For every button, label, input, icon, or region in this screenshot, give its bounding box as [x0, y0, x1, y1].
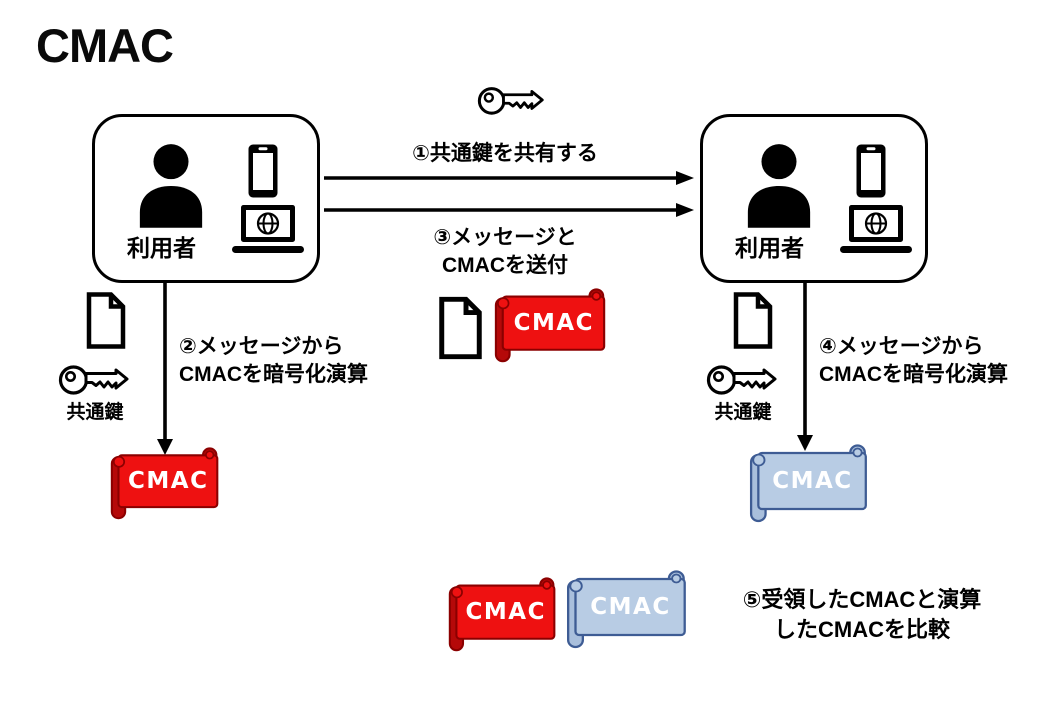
scroll-shape [448, 577, 556, 652]
actor-name: 利用者 [127, 235, 196, 261]
key-icon [58, 365, 129, 395]
step2-line1: ②メッセージから [179, 335, 344, 358]
laptop-globe-icon [232, 205, 304, 253]
cmac-label: CMAC [465, 598, 546, 625]
cmac-label: CMAC [772, 467, 853, 494]
cmac-scroll-right-computed: CMAC [748, 444, 872, 524]
step5-line1: ⑤受領したCMACと演算 [742, 587, 982, 612]
step1-label: ①共通鍵を共有する [412, 142, 598, 165]
step3-line1: ③メッセージと [433, 226, 577, 249]
arrow-compute-right [797, 281, 813, 451]
step2-label: ②メッセージから CMACを暗号化演算 [179, 333, 368, 389]
cmac-label: CMAC [128, 468, 209, 495]
key-icon [706, 365, 777, 395]
key-icon [477, 87, 544, 115]
smartphone-icon [248, 144, 278, 198]
document-icon [733, 292, 773, 349]
step5-label: ⑤受領したCMACと演算 したCMACを比較 [697, 585, 1027, 645]
scroll-shape [749, 444, 867, 523]
smartphone-icon [856, 144, 886, 198]
arrow-compute-left [157, 281, 173, 455]
arrow-send-message [324, 203, 694, 217]
actor-box-left: 利用者 [92, 114, 320, 283]
shared-key-label-left: 共通鍵 [66, 402, 124, 423]
person-icon [139, 144, 203, 228]
cmac-scroll-computed: CMAC [565, 570, 691, 650]
laptop-globe-icon [840, 205, 912, 253]
actor-box-right: 利用者 [700, 114, 928, 283]
step4-line1: ④メッセージから [819, 335, 984, 358]
actor-name: 利用者 [735, 235, 804, 261]
cmac-scroll-received: CMAC [447, 577, 560, 653]
step4-label: ④メッセージから CMACを暗号化演算 [819, 333, 1008, 389]
document-icon [439, 296, 482, 360]
cmac-scroll-sent: CMAC [493, 288, 610, 364]
document-icon [86, 292, 126, 349]
cmac-label: CMAC [513, 309, 595, 336]
arrow-share-key [324, 171, 694, 185]
step4-line2: CMACを暗号化演算 [819, 363, 1008, 386]
step3-label: ③メッセージと CMACを送付 [385, 224, 625, 280]
scroll-shape [494, 288, 606, 363]
shared-key-label-right: 共通鍵 [714, 402, 772, 423]
scroll-shape [566, 570, 686, 649]
scroll-shape [110, 447, 219, 520]
step5-line2: したCMACを比較 [774, 617, 950, 642]
cmac-label: CMAC [590, 593, 671, 620]
step2-line2: CMACを暗号化演算 [179, 363, 368, 386]
cmac-scroll-left-computed: CMAC [109, 447, 223, 521]
page-title: CMAC [36, 19, 174, 72]
step3-line2: CMACを送付 [442, 254, 568, 277]
person-icon [747, 144, 811, 228]
